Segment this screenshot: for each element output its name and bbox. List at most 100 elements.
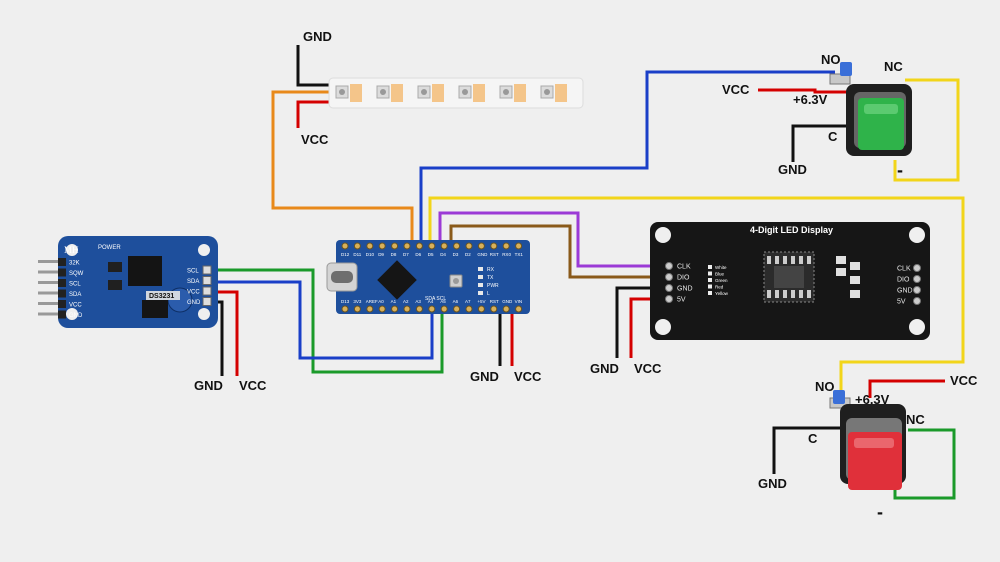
display-right-pin: GND [897, 286, 921, 295]
led-display-module: 4-Digit LED Display CLK DIO GND 5V CLK DIO GN… [650, 222, 930, 340]
nano-led-label: PWR [487, 283, 499, 289]
red-button-vcc-label: VCC [950, 373, 978, 388]
led-pixel [335, 84, 362, 102]
nano-bottom-pin: A5 [440, 299, 448, 313]
nano-bottom-pin: A4 [428, 299, 436, 313]
display-legend-label: Red [715, 285, 724, 290]
display-legend-item: Green [708, 278, 728, 283]
nano-sda-scl-label: SDA SCL [425, 296, 446, 302]
display-left-pin-label: GND [677, 286, 693, 293]
rtc-left-pin-label: GND [69, 313, 83, 319]
green-push-button [829, 62, 912, 156]
nano-bottom-pin-label: 3V3 [353, 299, 362, 304]
nano-status-led: TX [478, 275, 494, 281]
nano-bottom-pin-label: A1 [391, 299, 397, 304]
rtc-left-pin: SCL [38, 279, 81, 288]
red-button-gnd-label: GND [758, 476, 787, 491]
red-button-c-wire [772, 426, 840, 474]
rtc-right-pin: SDA [187, 276, 212, 285]
led-strip [328, 77, 584, 109]
nano-bottom-pin-label: A0 [378, 299, 384, 304]
led-pixel [376, 84, 403, 102]
nano-top-pin-label: RST [490, 252, 499, 257]
smd-component [836, 268, 846, 276]
display-vcc-label: VCC [634, 361, 662, 376]
nano-top-pin-label: D4 [440, 252, 446, 257]
nano-bottom-pin: A1 [391, 299, 399, 313]
red-button-no-label: NO [815, 379, 835, 394]
nano-top-pin: TX1 [515, 242, 523, 257]
nano-top-pin: D12 [341, 242, 350, 257]
nano-top-pin-label: D12 [341, 252, 350, 257]
nano-top-pin: D5 [428, 242, 436, 257]
display-right-pin-label: DIO [897, 277, 910, 284]
rtc-left-pin: SQW [38, 268, 84, 277]
green-button-c-label: C [828, 129, 838, 144]
green-button-minus-label: - [897, 160, 903, 180]
nano-top-pin: D10 [366, 242, 375, 257]
nano-top-pin: D3 [453, 242, 461, 257]
rtc-right-pin: SCL [187, 265, 212, 275]
display-legend-label: Green [715, 278, 728, 283]
nano-led-label: L [487, 291, 490, 297]
nano-top-pin: RST [490, 242, 499, 257]
nano-bottom-pin: A3 [415, 299, 423, 313]
green-button-nc-loop [893, 78, 960, 182]
rtc-power-label: POWER [98, 245, 121, 251]
nano-bottom-pin: A7 [465, 299, 473, 313]
smd-component [850, 262, 860, 270]
nano-to-red-button-wire [428, 196, 965, 398]
green-button-vcc-label: VCC [722, 82, 750, 97]
display-right-pin-label: 5V [897, 299, 906, 306]
display-left-pin-label: 5V [677, 297, 686, 304]
rtc-right-pin-label: SDA [187, 279, 199, 285]
strip-gnd-label: GND [303, 29, 332, 44]
red-button-nc-label: NC [906, 412, 925, 427]
display-left-pin: 5V [665, 295, 686, 304]
rtc-brand: MH [64, 245, 79, 255]
nano-bottom-pin-label: A5 [440, 299, 446, 304]
nano-top-pin: D6 [415, 242, 423, 257]
nano-status-led: PWR [478, 283, 499, 289]
display-left-pin: DIO [665, 273, 690, 282]
rtc-module: MH POWER DS3231 DS3231 32KSQWSCLSDAVCCGN… [38, 236, 218, 328]
rtc-left-pin-label: SDA [69, 292, 81, 298]
nano-bottom-pin: A2 [403, 299, 411, 313]
nano-top-pin: D9 [378, 242, 386, 257]
nano-top-pin-label: D9 [378, 252, 384, 257]
display-right-pin: DIO [897, 275, 921, 284]
red-button-nc-loop [893, 428, 956, 500]
nano-bottom-pin: +5V [477, 299, 486, 313]
rtc-right-pin-label: VCC [187, 290, 200, 296]
strip-vcc-label: VCC [301, 132, 329, 147]
display-clk-wire [438, 211, 668, 268]
display-title: 4-Digit LED Display [750, 225, 833, 235]
nano-gnd-label: GND [470, 369, 499, 384]
rtc-sda-wire [208, 280, 434, 360]
rtc-left-pin: VCC [38, 300, 82, 309]
nano-bottom-pin-label: D13 [341, 299, 350, 304]
nano-top-pin: D7 [403, 242, 411, 257]
nano-led-label: RX [487, 267, 495, 273]
rtc-right-pin: VCC [187, 286, 212, 296]
rtc-left-pin-label: 32K [69, 261, 80, 267]
display-left-pin-label: DIO [677, 275, 690, 282]
display-left-pin-label: CLK [677, 264, 691, 271]
rtc-chip-text: DS3231 [149, 293, 174, 300]
rtc-right-pin-label: SCL [187, 269, 199, 275]
nano-top-pin-label: D2 [465, 252, 471, 257]
green-button-vcc-wire [758, 88, 848, 94]
nano-bottom-pin: A6 [453, 299, 461, 313]
rtc-left-pin: SDA [38, 289, 81, 298]
display-legend-item: Yellow [708, 291, 729, 296]
nano-bottom-pin-label: AREF [366, 299, 378, 304]
led-pixel [458, 84, 485, 102]
led-pixel [540, 84, 567, 102]
rtc-left-pin: 32K [38, 258, 80, 267]
display-right-pin-label: CLK [897, 266, 911, 273]
nano-bottom-pin: 3V3 [353, 299, 362, 313]
display-legend-label: Blue [715, 272, 725, 277]
labels: GND VCC GND VCC GND VCC GND VCC NO NC VC… [194, 29, 978, 522]
nano-bottom-pin: AREF [366, 299, 378, 313]
rtc-gnd-label: GND [194, 378, 223, 393]
